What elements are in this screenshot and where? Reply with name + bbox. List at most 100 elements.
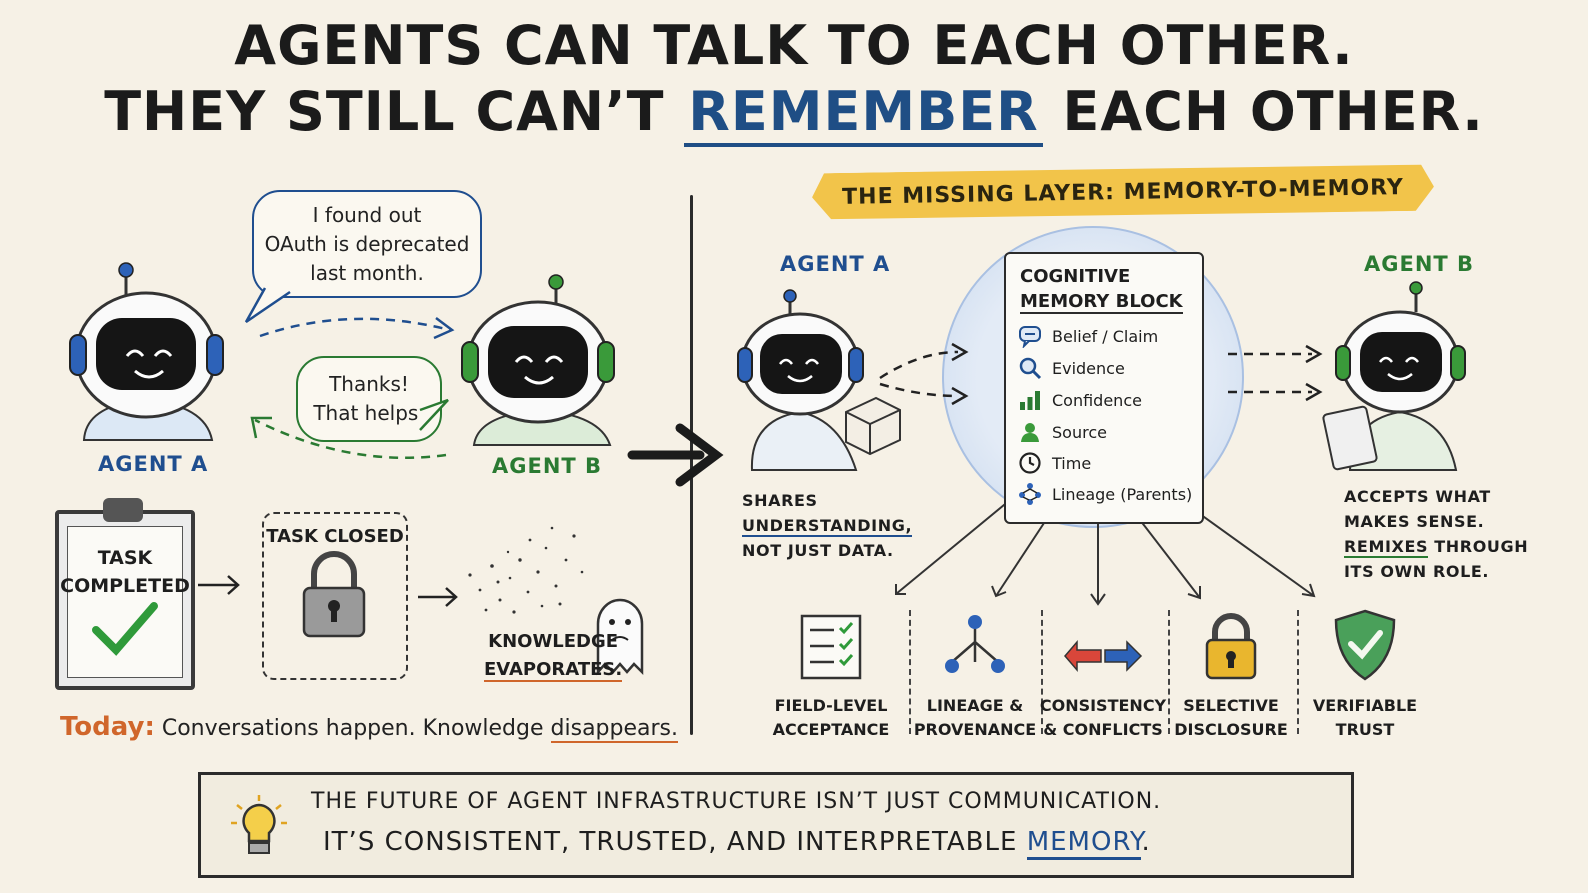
field-time: Time — [1018, 451, 1091, 475]
feature-separator — [1168, 610, 1170, 734]
clipboard-clip — [103, 498, 143, 522]
caption-b-line: THROUGH — [1434, 537, 1529, 556]
field-label: Confidence — [1052, 390, 1142, 410]
clipboard-line: COMPLETED — [60, 575, 190, 597]
caption-agent-a: SHARES UNDERSTANDING, NOT JUST DATA. — [742, 488, 913, 563]
arrow-right-icon — [198, 575, 240, 595]
feature-label: CONSISTENCY — [1039, 696, 1167, 715]
speech-bubble-agent-b: Thanks! That helps. — [296, 356, 442, 442]
caption-agent-b: ACCEPTS WHAT MAKES SENSE. REMIXES THROUG… — [1344, 484, 1528, 584]
today-caption: Today: Conversations happen. Knowledge d… — [60, 712, 678, 743]
clipboard-paper — [67, 526, 183, 678]
field-lineage: Lineage (Parents) — [1018, 482, 1192, 506]
title-highlight: REMEMBER — [684, 80, 1043, 147]
caption-b-line: ACCEPTS WHAT — [1344, 487, 1491, 506]
feature-separator — [1041, 610, 1043, 734]
feature-label: ACCEPTANCE — [772, 720, 890, 739]
ghost-icon — [596, 598, 644, 676]
title-line-2-post: EACH OTHER. — [1062, 80, 1484, 143]
bubble-a-line: last month. — [310, 260, 424, 285]
field-label: Belief / Claim — [1052, 326, 1159, 346]
feature-verifiable-trust: VERIFIABLE TRUST — [1300, 608, 1430, 742]
field-label: Time — [1052, 453, 1092, 473]
knowledge-evaporates: KNOWLEDGE EVAPORATES. — [484, 628, 623, 684]
big-arrow-icon — [627, 423, 724, 487]
feature-label: PROVENANCE — [913, 720, 1037, 739]
task-completed-clipboard: TASK COMPLETED — [55, 498, 195, 690]
field-label: Lineage (Parents) — [1052, 484, 1193, 504]
footer-line-2: IT’S CONSISTENT, TRUSTED, AND INTERPRETA… — [323, 827, 1151, 860]
field-label: Source — [1052, 422, 1107, 442]
field-evidence: Evidence — [1018, 356, 1125, 380]
caption-b-line: ITS OWN ROLE. — [1344, 562, 1490, 581]
arrow-right-icon — [418, 587, 458, 607]
padlock-icon — [1205, 613, 1257, 680]
bar-chart-icon — [1020, 391, 1040, 410]
lightbulb-icon — [231, 795, 287, 854]
field-confidence: Confidence — [1018, 388, 1142, 412]
magnifier-icon — [1019, 357, 1042, 380]
title-line-2: THEY STILL CAN’T REMEMBER EACH OTHER. — [0, 80, 1588, 147]
checklist-icon — [800, 614, 862, 680]
feature-separator — [909, 610, 911, 734]
shield-check-icon — [1334, 609, 1396, 681]
robot-agent-a — [69, 262, 224, 441]
lineage-graph-icon — [1019, 483, 1041, 505]
today-text: Conversations happen. Knowledge — [161, 716, 544, 741]
robot-agent-b-right — [1322, 281, 1466, 471]
footer-memory: MEMORY — [1026, 827, 1142, 860]
feature-label: VERIFIABLE — [1312, 696, 1418, 715]
feature-selective-disclosure: SELECTIVE DISCLOSURE — [1166, 608, 1296, 742]
clipboard-checkmark-icon — [92, 602, 158, 656]
evaporates-line: KNOWLEDGE — [488, 631, 619, 652]
today-label: Today: — [60, 712, 155, 742]
feature-consistency-conflicts: CONSISTENCY& CONFLICTS — [1038, 608, 1168, 742]
footer-line-1: THE FUTURE OF AGENT INFRASTRUCTURE ISN’T… — [311, 789, 1162, 814]
left-illustration — [69, 262, 724, 676]
clipboard-line: TASK — [97, 547, 153, 569]
caption-b-line: MAKES SENSE. — [1344, 512, 1485, 531]
field-source: Source — [1018, 420, 1107, 444]
footer-line-2-pre: IT’S CONSISTENT, TRUSTED, AND INTERPRETA… — [323, 827, 1018, 857]
caption-a-line: UNDERSTANDING, — [742, 516, 913, 537]
feature-label: SELECTIVE — [1183, 696, 1279, 715]
title-line-2-pre: THEY STILL CAN’T — [104, 80, 665, 143]
speech-bubble-agent-a: I found out OAuth is deprecated last mon… — [252, 190, 482, 298]
left-agent-a-label: AGENT A — [98, 452, 209, 476]
task-closed-label: TASK CLOSED — [266, 526, 404, 547]
bubble-b-line: That helps. — [313, 401, 425, 425]
feature-label: DISCLOSURE — [1174, 720, 1288, 739]
task-closed-box: TASK CLOSED — [262, 512, 408, 680]
title-line-1: AGENTS CAN TALK TO EACH OTHER. — [234, 14, 1354, 77]
bubble-b-tail — [419, 398, 449, 431]
tree-icon — [945, 615, 1005, 673]
left-agent-b-label: AGENT B — [492, 454, 603, 478]
caption-a-line: NOT JUST DATA. — [742, 541, 894, 560]
right-agent-b-label: AGENT B — [1364, 252, 1475, 276]
arrowhead-icon — [433, 317, 455, 340]
section-divider — [690, 195, 693, 735]
dashed-arrow-b-to-a — [254, 418, 447, 460]
padlock-icon — [302, 551, 366, 638]
speech-bubble-icon — [1019, 326, 1041, 348]
card-title: COGNITIVE MEMORY BLOCK — [1020, 264, 1183, 314]
evaporating-particles — [468, 526, 584, 614]
field-belief-claim: Belief / Claim — [1018, 324, 1158, 348]
clipboard-text: TASK COMPLETED — [59, 544, 191, 600]
right-agent-a-label: AGENT A — [780, 252, 891, 276]
robot-agent-a-right — [737, 289, 901, 471]
arrowhead-icon — [250, 416, 272, 439]
today-disappears: disappears. — [550, 716, 678, 743]
evaporates-line: EVAPORATES. — [484, 659, 623, 682]
arrows-icon — [1064, 639, 1143, 673]
feature-lineage-provenance: LINEAGE & PROVENANCE — [910, 608, 1040, 742]
bubble-b-line: Thanks! — [329, 372, 409, 396]
dashed-arrow-a-to-b — [259, 317, 451, 338]
bubble-a-tail — [244, 287, 291, 324]
clock-icon — [1019, 452, 1041, 474]
bubble-a-line: OAuth is deprecated — [264, 231, 470, 256]
missing-layer-banner: THE MISSING LAYER: MEMORY-TO-MEMORY — [812, 163, 1435, 222]
feature-label: TRUST — [1335, 720, 1395, 739]
feature-label: LINEAGE & — [926, 696, 1024, 715]
